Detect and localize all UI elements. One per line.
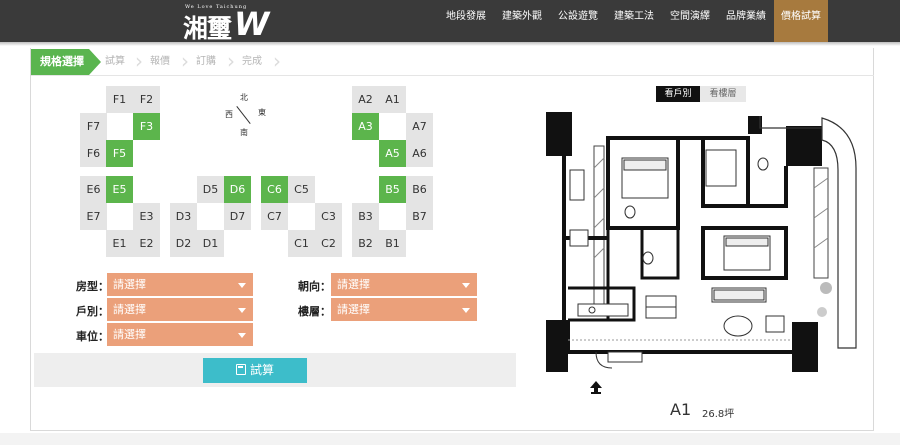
content-frame xyxy=(30,48,874,431)
floor-plan-image xyxy=(538,108,864,376)
step-calculate[interactable]: 試算 xyxy=(105,56,125,67)
nav-item-construction[interactable]: 建築工法 xyxy=(614,11,654,22)
chevron-down-icon xyxy=(462,283,470,288)
unit-B5[interactable]: B5 xyxy=(379,176,406,203)
unit-D3[interactable]: D3 xyxy=(170,203,197,230)
step-spec-selection[interactable]: 規格選擇 xyxy=(31,49,101,75)
compass-icon: 北 東 西 南 xyxy=(222,92,268,138)
unit-E5[interactable]: E5 xyxy=(106,176,133,203)
unit-A5[interactable]: A5 xyxy=(379,140,406,167)
floor-label: 樓層： xyxy=(298,305,331,318)
header-shadow xyxy=(0,42,900,46)
parking-select[interactable]: 請選擇 xyxy=(107,323,253,346)
top-navbar: We Love Taichung 湘璽 W 地段發展 建築外觀 公設遊覽 建築工… xyxy=(0,0,900,43)
unit-label: 戶別： xyxy=(76,305,109,318)
unit-E2[interactable]: E2 xyxy=(133,230,160,257)
logo-w: W xyxy=(234,5,270,43)
unit-value: 請選擇 xyxy=(113,303,146,316)
main-nav: 地段發展 建築外觀 公設遊覽 建築工法 空間演繹 品牌業績 xyxy=(438,0,774,42)
compass-east: 東 xyxy=(258,108,266,117)
floor-select[interactable]: 請選擇 xyxy=(331,298,477,321)
view-by-floor-tab[interactable]: 看樓層 xyxy=(700,86,746,102)
unit-C1[interactable]: C1 xyxy=(288,230,315,257)
step-chevron-icon: › xyxy=(135,49,143,73)
step-chevron-icon: › xyxy=(227,49,235,73)
nav-item-brand[interactable]: 品牌業績 xyxy=(726,11,766,22)
calculate-button[interactable]: 試算 xyxy=(203,358,307,383)
facing-value: 請選擇 xyxy=(337,278,370,291)
unit-F3[interactable]: F3 xyxy=(133,113,160,140)
unit-select[interactable]: 請選擇 xyxy=(107,298,253,321)
nav-item-space[interactable]: 空間演繹 xyxy=(670,11,710,22)
floor-value: 請選擇 xyxy=(337,303,370,316)
unit-D6[interactable]: D6 xyxy=(224,176,251,203)
logo-chinese: 湘璽 xyxy=(183,14,232,43)
unit-B2[interactable]: B2 xyxy=(352,230,379,257)
unit-D7[interactable]: D7 xyxy=(224,203,251,230)
nav-item-facilities[interactable]: 公設遊覽 xyxy=(558,11,598,22)
room-type-select[interactable]: 請選擇 xyxy=(107,273,253,296)
parking-label: 車位： xyxy=(76,330,109,343)
unit-B6[interactable]: B6 xyxy=(406,176,433,203)
unit-C6[interactable]: C6 xyxy=(261,176,288,203)
chevron-down-icon xyxy=(238,333,246,338)
nav-item-exterior[interactable]: 建築外觀 xyxy=(502,11,542,22)
unit-C3[interactable]: C3 xyxy=(315,203,342,230)
unit-A7[interactable]: A7 xyxy=(406,113,433,140)
step-chevron-icon: › xyxy=(273,49,281,73)
steps-divider xyxy=(31,75,874,76)
compass-west: 西 xyxy=(225,110,233,119)
unit-E6[interactable]: E6 xyxy=(80,176,107,203)
unit-A2[interactable]: A2 xyxy=(352,86,379,113)
unit-A1[interactable]: A1 xyxy=(379,86,406,113)
entrance-arrow-icon xyxy=(590,381,602,394)
chevron-down-icon xyxy=(462,308,470,313)
unit-A6[interactable]: A6 xyxy=(406,140,433,167)
view-by-unit-tab[interactable]: 看戶別 xyxy=(656,86,700,102)
nav-item-location[interactable]: 地段發展 xyxy=(446,11,486,22)
unit-D1[interactable]: D1 xyxy=(197,230,224,257)
unit-C7[interactable]: C7 xyxy=(261,203,288,230)
unit-D5[interactable]: D5 xyxy=(197,176,224,203)
unit-B7[interactable]: B7 xyxy=(406,203,433,230)
room-type-value: 請選擇 xyxy=(113,278,146,291)
compass-needle xyxy=(236,106,251,124)
selected-unit-name: A1 xyxy=(670,400,692,419)
facing-select[interactable]: 請選擇 xyxy=(331,273,477,296)
progress-steps: 規格選擇 試算 › 報價 › 訂購 › 完成 › xyxy=(31,49,321,75)
unit-F6[interactable]: F6 xyxy=(80,140,107,167)
unit-B1[interactable]: B1 xyxy=(379,230,406,257)
step-quote[interactable]: 報價 xyxy=(150,56,170,67)
step-chevron-icon: › xyxy=(181,49,189,73)
chevron-down-icon xyxy=(238,283,246,288)
facing-label: 朝向： xyxy=(298,280,331,293)
room-type-label: 房型： xyxy=(76,280,109,293)
unit-F7[interactable]: F7 xyxy=(80,113,107,140)
unit-B3[interactable]: B3 xyxy=(352,203,379,230)
unit-C2[interactable]: C2 xyxy=(315,230,342,257)
brand-logo[interactable]: We Love Taichung 湘璽 W xyxy=(183,3,269,43)
compass-south: 南 xyxy=(240,128,248,137)
selected-unit-size: 26.8坪 xyxy=(702,409,735,420)
parking-value: 請選擇 xyxy=(113,328,146,341)
logo-tagline: We Love Taichung xyxy=(185,4,248,10)
step-complete[interactable]: 完成 xyxy=(242,56,262,67)
step-order[interactable]: 訂購 xyxy=(196,56,216,67)
unit-F2[interactable]: F2 xyxy=(133,86,160,113)
unit-F5[interactable]: F5 xyxy=(106,140,133,167)
unit-A3[interactable]: A3 xyxy=(352,113,379,140)
unit-E3[interactable]: E3 xyxy=(133,203,160,230)
calculate-button-label: 試算 xyxy=(249,363,274,377)
compass-north: 北 xyxy=(240,93,248,102)
unit-D2[interactable]: D2 xyxy=(170,230,197,257)
page-bottom xyxy=(0,433,900,445)
calculator-icon xyxy=(235,364,246,375)
unit-C5[interactable]: C5 xyxy=(288,176,315,203)
chevron-down-icon xyxy=(238,308,246,313)
nav-item-price-calculator[interactable]: 價格試算 xyxy=(774,0,828,42)
unit-E7[interactable]: E7 xyxy=(80,203,107,230)
unit-F1[interactable]: F1 xyxy=(106,86,133,113)
unit-E1[interactable]: E1 xyxy=(106,230,133,257)
